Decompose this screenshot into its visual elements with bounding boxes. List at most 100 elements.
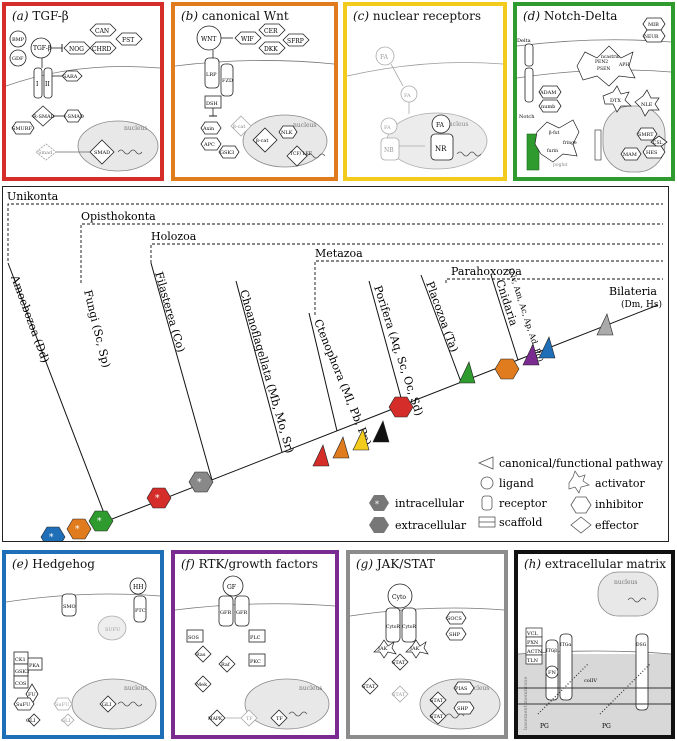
- sara-label: SARA: [63, 74, 78, 80]
- jak-stat-pathway-marker: [596, 313, 614, 336]
- neur-label: NEUR: [644, 34, 659, 40]
- panel-tgf-beta: (a) TGF-β nucleus BMP GDF TGF-β NOG CAN …: [2, 2, 164, 181]
- legend-intracellular-label: intracellular: [395, 497, 465, 510]
- circle-icon: [480, 476, 494, 490]
- notch-delta-diagram: Delta Notch MIB NEUR PEN2 ncastrin PSEN …: [517, 17, 671, 173]
- cytor-left-label: CytoR: [386, 624, 401, 630]
- fu-label: FU: [28, 692, 36, 698]
- gli-nucleus-label: GLI: [102, 702, 111, 708]
- fzd-label: FZD: [222, 78, 233, 84]
- mapk-label: MAPK: [208, 716, 223, 722]
- panel-extracellular-matrix: (h) extracellular matrix nucleus VCL PXN…: [514, 550, 675, 739]
- pias-label: PIAS: [455, 686, 468, 692]
- ecm-diagram: nucleus VCL PXN ACTN TLN ITGβ ITGα DSG F…: [518, 571, 671, 735]
- clade-brackets: [7, 203, 663, 315]
- csl-label: CSL: [653, 140, 663, 146]
- smrt-label: SMRT: [638, 132, 654, 138]
- legend-receptor-label: receptor: [499, 497, 548, 510]
- fst-label: FST: [122, 37, 134, 44]
- panel-canonical-wnt: (b) canonical Wnt nucleus WNT WIF CER DK…: [171, 2, 338, 181]
- clade-holozoa: Holozoa: [151, 230, 197, 243]
- nuclear-receptor-pathway-marker: [352, 428, 370, 451]
- nucleus-label: nucleus: [466, 685, 490, 692]
- clade-opisthokonta: Opisthokonta: [81, 210, 156, 223]
- hedgehog-intracellular-marker: [40, 526, 66, 541]
- dtx-label: DTX: [610, 98, 621, 104]
- diamond-icon: [570, 516, 592, 534]
- hexagon-icon: [570, 496, 592, 514]
- rtk-diagram: nucleus GF GFR GFR SOS PLC Ras Raf PKC M…: [175, 575, 335, 730]
- bmp-label: BMP: [12, 37, 25, 43]
- activator-burst-icon: [568, 470, 590, 494]
- asterisk-glyph: *: [75, 525, 80, 535]
- asterisk-glyph: *: [375, 500, 379, 509]
- beta-catenin-faded-label: β-cat: [233, 124, 245, 130]
- taxon-placozoa: Placozoa (Ta): [423, 280, 461, 354]
- nucleus-label: nucleus: [293, 122, 317, 129]
- dkk-label: DKK: [264, 46, 278, 53]
- lrp-label: LRP: [206, 72, 217, 78]
- taxon-filasterea: Filasterea (Co): [152, 270, 187, 354]
- stat-nucleus-2-label: STAT: [430, 714, 444, 720]
- basement-membrane-label: basement membrane: [523, 677, 529, 730]
- furin-label: furin: [547, 148, 558, 154]
- legend-scaffold-label: scaffold: [499, 516, 542, 529]
- hh-label: HH: [133, 584, 143, 591]
- stat-nucleus-1-label: STAT: [430, 698, 444, 704]
- clade-unikonta: Unikonta: [7, 190, 59, 203]
- jak-left-label: JAK: [377, 646, 388, 652]
- itg-beta-label: ITGβ: [546, 648, 557, 654]
- legend-inhibitor-label: inhibitor: [595, 498, 644, 511]
- poglut-label: poglut: [553, 162, 568, 168]
- cytor-right-label: CytoR: [402, 624, 417, 630]
- gsk3-label: GSK3: [220, 150, 234, 156]
- ecm-pathway-marker: [372, 420, 390, 443]
- jak-right-label: JAK: [409, 646, 420, 652]
- extracellular-hexagon-icon: [369, 517, 389, 533]
- panel-title: (g) JAK/STAT: [356, 557, 435, 571]
- itg-alpha-label: ITGα: [560, 642, 571, 648]
- fa-nb-label: FA: [384, 125, 391, 131]
- panel-nuclear-receptors: (c) nuclear receptors nucleus FA FA FA N…: [343, 2, 507, 181]
- fringe-label: fringe: [563, 140, 577, 146]
- phylogeny-tree: Unikonta Opisthokonta Holozoa Metazoa Pa…: [7, 190, 664, 541]
- notch-label: Notch: [519, 114, 535, 120]
- panel-title: (e) Hedgehog: [12, 557, 95, 571]
- ck1-label: CK1: [15, 657, 26, 663]
- sufu-label: SuFU: [16, 702, 30, 708]
- legend: canonical/functional pathway ligand rece…: [369, 456, 664, 534]
- ptc-label: PTC: [135, 608, 146, 614]
- delta-label: Delta: [517, 38, 531, 44]
- legend-extracellular-label: extracellular: [395, 519, 467, 532]
- cyto-label: Cyto: [392, 594, 406, 601]
- colIV-label: colIV: [584, 678, 597, 684]
- gsk3-label: GSK3: [15, 669, 29, 675]
- gli-label: GLI: [26, 718, 35, 724]
- wif-label: WIF: [241, 36, 254, 43]
- mib-label: MIB: [648, 22, 659, 28]
- sfrp-label: SFRP: [287, 38, 304, 45]
- taxon-fungi: Fungi (Sc, Sp): [81, 289, 113, 369]
- plc-label: PLC: [250, 635, 261, 641]
- panel-title: (b) canonical Wnt: [181, 9, 289, 23]
- tln-label: TLN: [527, 658, 539, 664]
- dsg-label: DSG: [636, 642, 647, 648]
- beta-fut-label: β-fut: [549, 130, 560, 136]
- vcl-label: VCL: [526, 631, 538, 637]
- sos-label: SOS: [188, 635, 200, 641]
- taxon-bilateria: Bilateria: [609, 285, 657, 298]
- fa-outside-label: FA: [380, 54, 389, 61]
- cos-label: COS: [15, 681, 27, 687]
- nucleus-label: nucleus: [124, 125, 148, 132]
- legend-pathway-label: canonical/functional pathway: [499, 457, 664, 470]
- nr-label: NR: [435, 145, 447, 153]
- receptor-ii-label: II: [45, 81, 50, 88]
- wnt-intracellular-marker: [66, 518, 92, 540]
- apc-label: APC: [203, 142, 215, 148]
- taxon-ctenophora: Ctenophora (Ml, Pb, Pp): [311, 317, 374, 447]
- nuclear-receptors-diagram: nucleus FA FA FA NB FA NR: [347, 46, 503, 170]
- shp-label: SHP: [449, 632, 461, 638]
- gf-label: GF: [227, 584, 236, 591]
- pathway-markers: * * * * *: [40, 313, 614, 541]
- gdf-label: GDF: [12, 56, 24, 62]
